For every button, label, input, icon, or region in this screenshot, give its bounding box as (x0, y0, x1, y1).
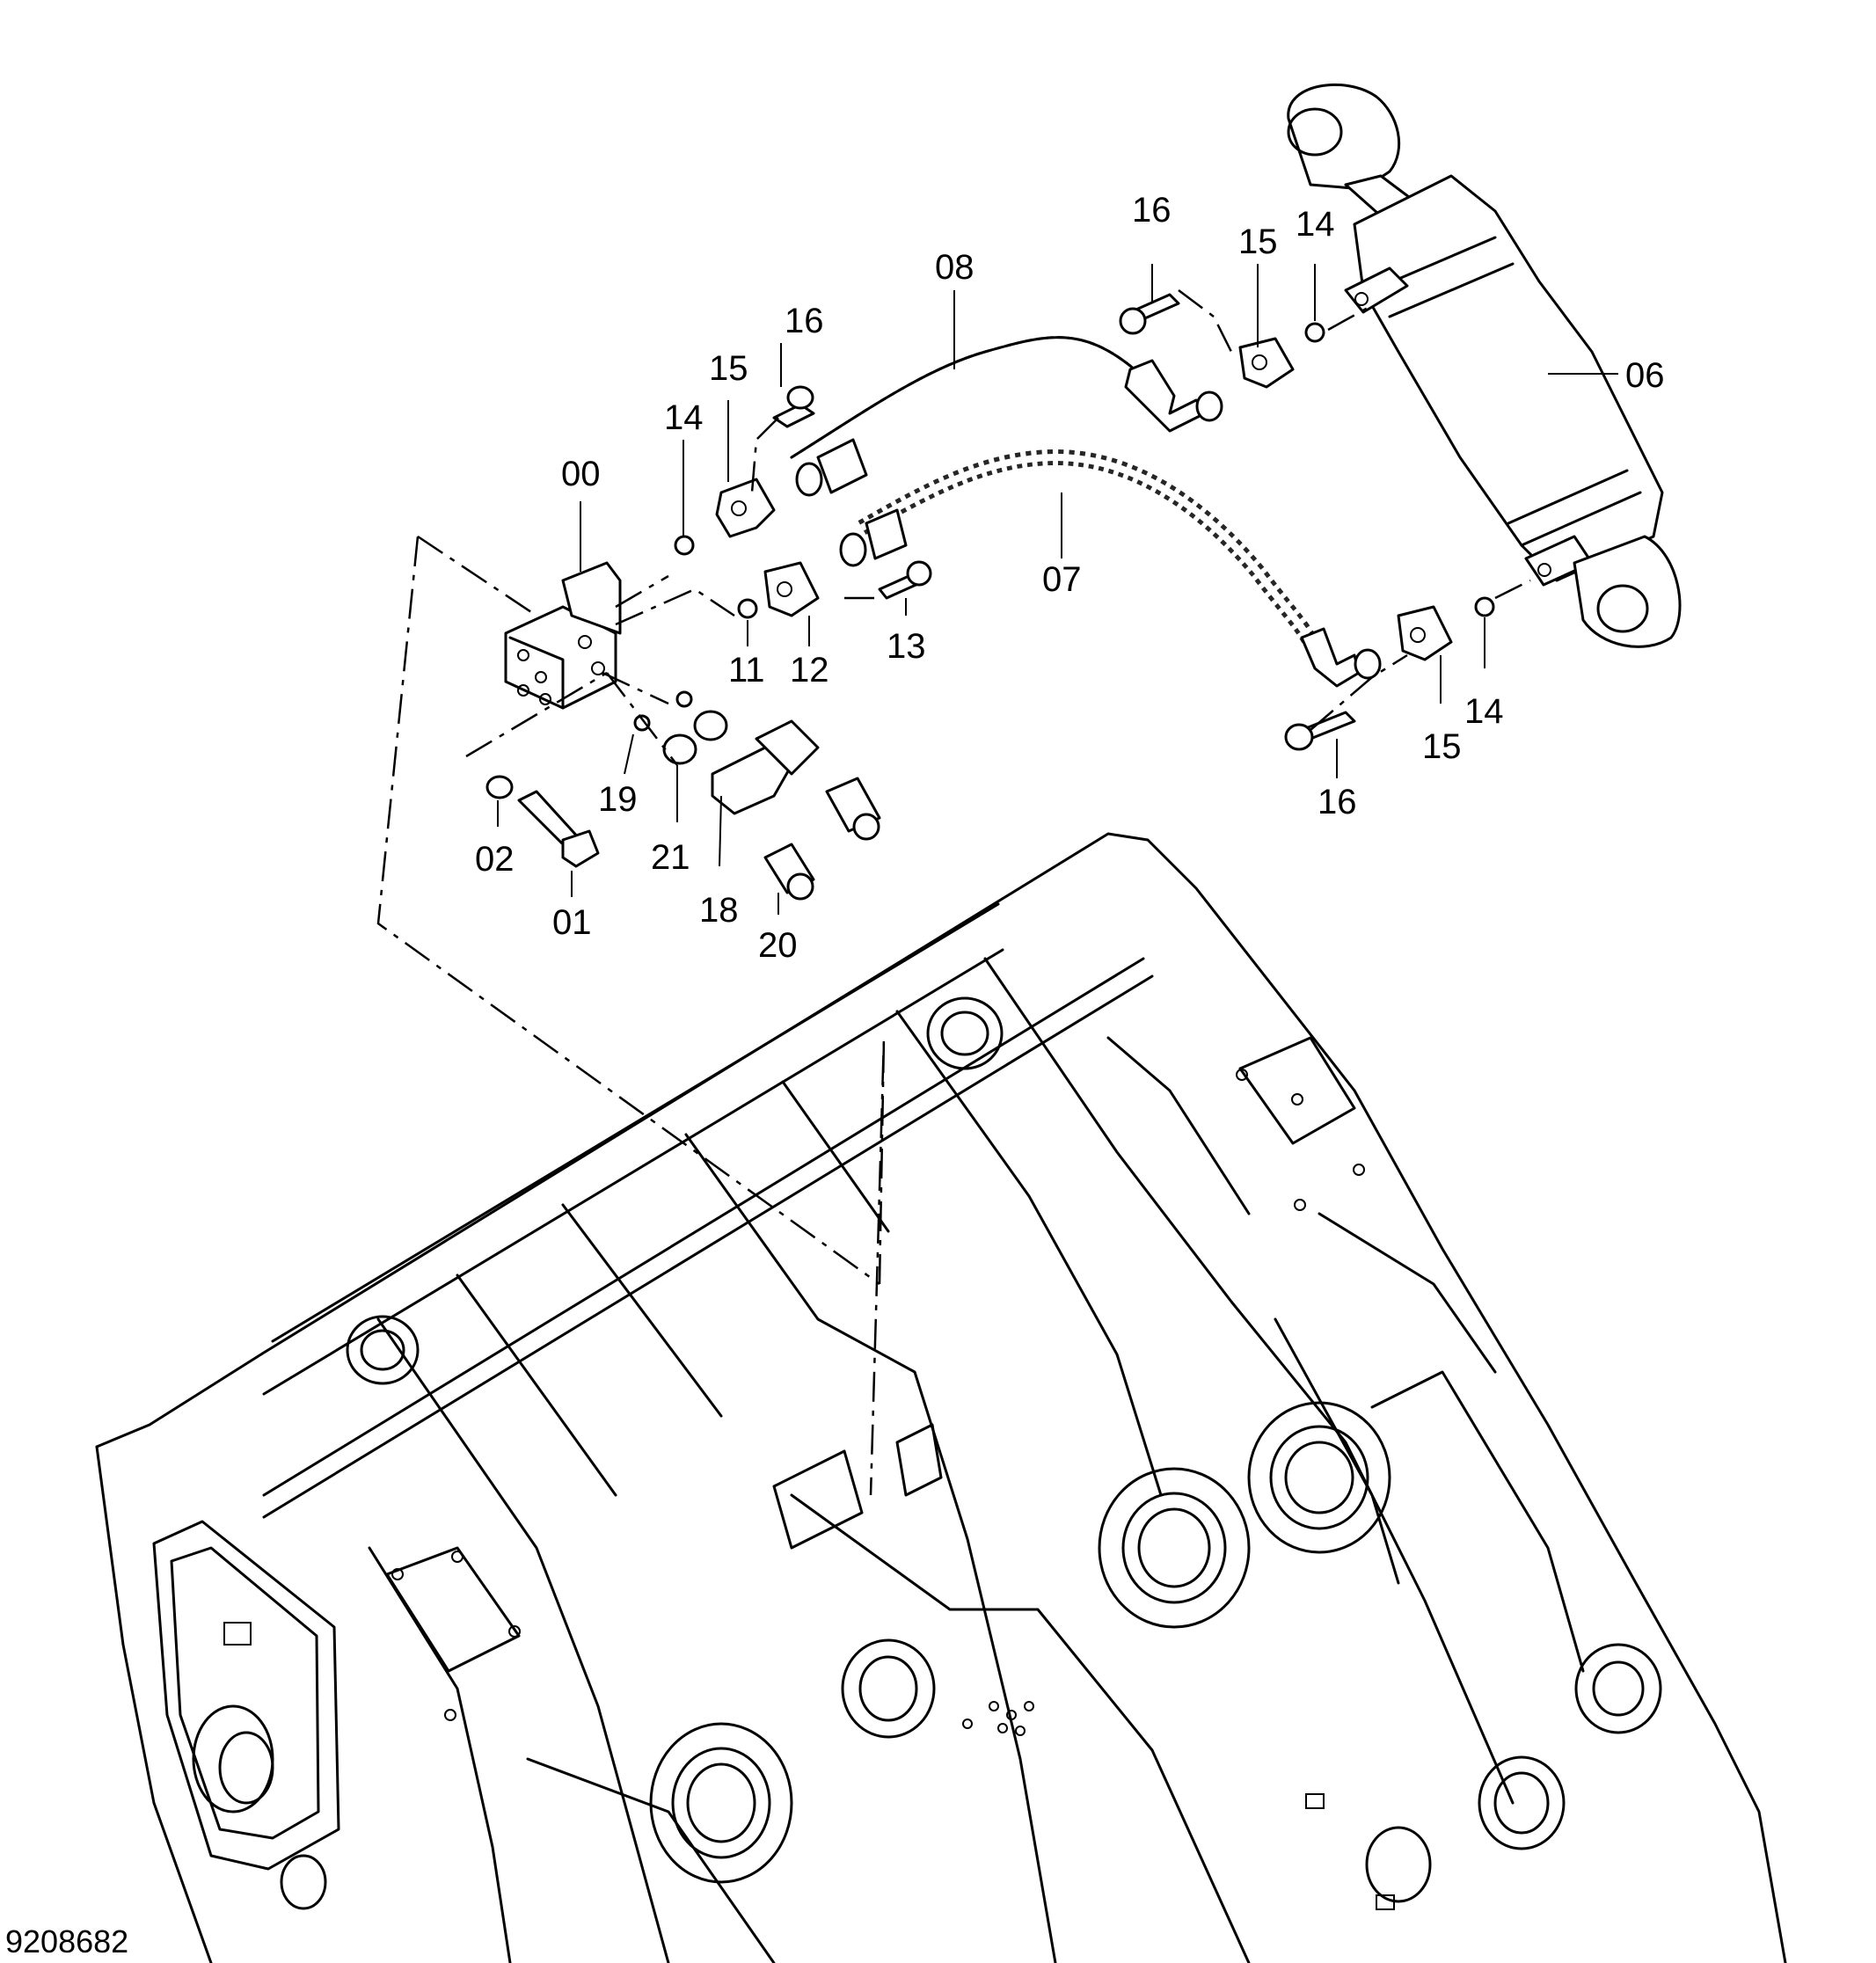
label-18: 18 (699, 891, 739, 930)
label-15-c: 15 (1422, 727, 1462, 766)
hose-08 (790, 336, 1223, 497)
label-01: 01 (552, 903, 592, 942)
label-13: 13 (887, 627, 926, 666)
label-12: 12 (790, 651, 829, 690)
hydraulic-cylinder (1287, 83, 1682, 648)
leader-lines (497, 264, 1485, 915)
label-20: 20 (758, 926, 798, 965)
label-19: 19 (598, 780, 638, 819)
label-11: 11 (728, 651, 765, 690)
assembly-lines (376, 289, 1531, 1496)
label-16-a: 16 (785, 302, 824, 340)
label-14-c: 14 (1464, 692, 1504, 731)
hose-07 (839, 449, 1382, 688)
valve-block (504, 561, 622, 710)
label-06: 06 (1625, 356, 1665, 395)
label-15-a: 15 (709, 349, 748, 388)
label-02: 02 (475, 840, 515, 879)
label-16-b: 16 (1132, 191, 1172, 230)
label-14-b: 14 (1296, 205, 1335, 244)
label-16-c: 16 (1318, 783, 1357, 821)
fittings (485, 293, 1495, 901)
label-00: 00 (561, 455, 601, 493)
machine-frame (95, 832, 1787, 1963)
label-07: 07 (1042, 560, 1082, 599)
label-15-b: 15 (1238, 223, 1278, 261)
label-14-a: 14 (664, 398, 704, 437)
label-21: 21 (651, 838, 690, 877)
part-labels: 00 01 02 06 07 08 11 12 13 14 14 14 15 1… (475, 191, 1665, 965)
drawing-number: 9208682 (5, 1923, 128, 1959)
label-08: 08 (935, 248, 974, 287)
